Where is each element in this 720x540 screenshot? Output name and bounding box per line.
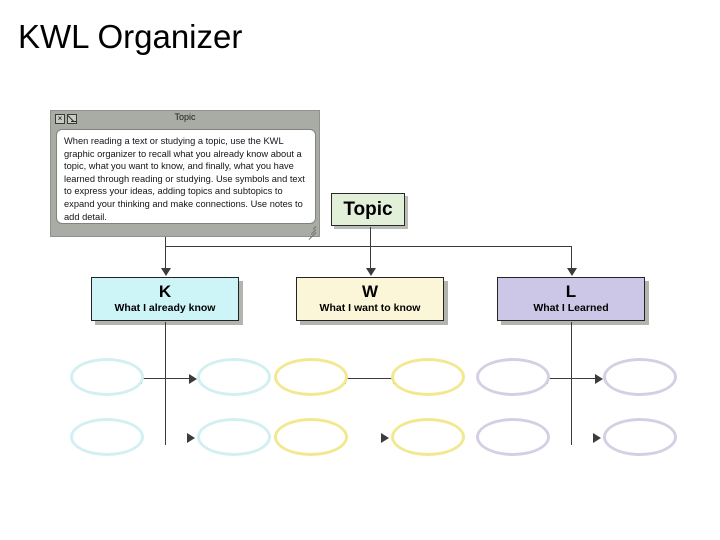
node-ellipse-k-r1-right[interactable]: [197, 358, 276, 402]
note-window-title: Topic: [174, 112, 196, 122]
kwl-box-k-letter: K: [158, 282, 172, 301]
resize-grip-icon[interactable]: [305, 223, 317, 240]
node-ellipse-w-r1-right[interactable]: [391, 358, 470, 402]
resize-arrow-icon[interactable]: [67, 114, 77, 124]
kwl-box-w[interactable]: W What I want to know: [296, 277, 444, 321]
connector-l-center-vertical: [571, 322, 572, 445]
kwl-box-l[interactable]: L What I Learned: [497, 277, 645, 321]
connector-l-row1-horizontal: [547, 378, 595, 379]
close-icon[interactable]: ×: [55, 114, 65, 124]
arrow-right-l-row2-icon: [593, 433, 601, 443]
connector-bus-to-l: [571, 246, 572, 269]
connector-note-to-bus: [165, 237, 166, 246]
node-ellipse-l-r1-left[interactable]: [476, 358, 555, 402]
node-ellipse-l-r2-left[interactable]: [476, 418, 555, 462]
connector-k-row1-horizontal: [141, 378, 189, 379]
arrow-right-k-row1-icon: [189, 374, 197, 384]
node-ellipse-k-r2-left[interactable]: [70, 418, 149, 462]
kwl-box-k-subtitle: What I already know: [114, 302, 216, 314]
arrow-down-w-icon: [366, 268, 376, 276]
node-ellipse-l-r2-right[interactable]: [603, 418, 682, 462]
note-window-titlebar[interactable]: × Topic: [51, 111, 319, 127]
arrow-right-k-row2-icon: [187, 433, 195, 443]
arrow-down-k-icon: [161, 268, 171, 276]
node-ellipse-w-r2-right[interactable]: [391, 418, 470, 462]
arrow-down-l-icon: [567, 268, 577, 276]
node-ellipse-k-r2-right[interactable]: [197, 418, 276, 462]
connector-topic-to-w: [370, 227, 371, 269]
kwl-box-k[interactable]: K What I already know: [91, 277, 239, 321]
arrow-right-l-row1-icon: [595, 374, 603, 384]
connector-k-center-vertical: [165, 322, 166, 445]
kwl-box-l-subtitle: What I Learned: [533, 302, 609, 314]
arrow-right-w-row2-icon: [381, 433, 389, 443]
kwl-box-w-subtitle: What I want to know: [319, 302, 421, 314]
kwl-box-l-letter: L: [565, 282, 577, 301]
node-ellipse-w-r2-left[interactable]: [274, 418, 353, 462]
node-ellipse-l-r1-right[interactable]: [603, 358, 682, 402]
node-ellipse-w-r1-left[interactable]: [274, 358, 353, 402]
topic-node[interactable]: Topic: [331, 193, 405, 226]
connector-w-row1-horizontal: [345, 378, 393, 379]
connector-bus-to-k: [165, 246, 166, 269]
page-title: KWL Organizer: [18, 18, 243, 55]
note-body-text: When reading a text or studying a topic,…: [56, 129, 316, 224]
connector-bus-horizontal: [165, 246, 571, 247]
kwl-box-w-letter: W: [361, 282, 379, 301]
note-window[interactable]: × Topic When reading a text or studying …: [50, 110, 320, 240]
node-ellipse-k-r1-left[interactable]: [70, 358, 149, 402]
